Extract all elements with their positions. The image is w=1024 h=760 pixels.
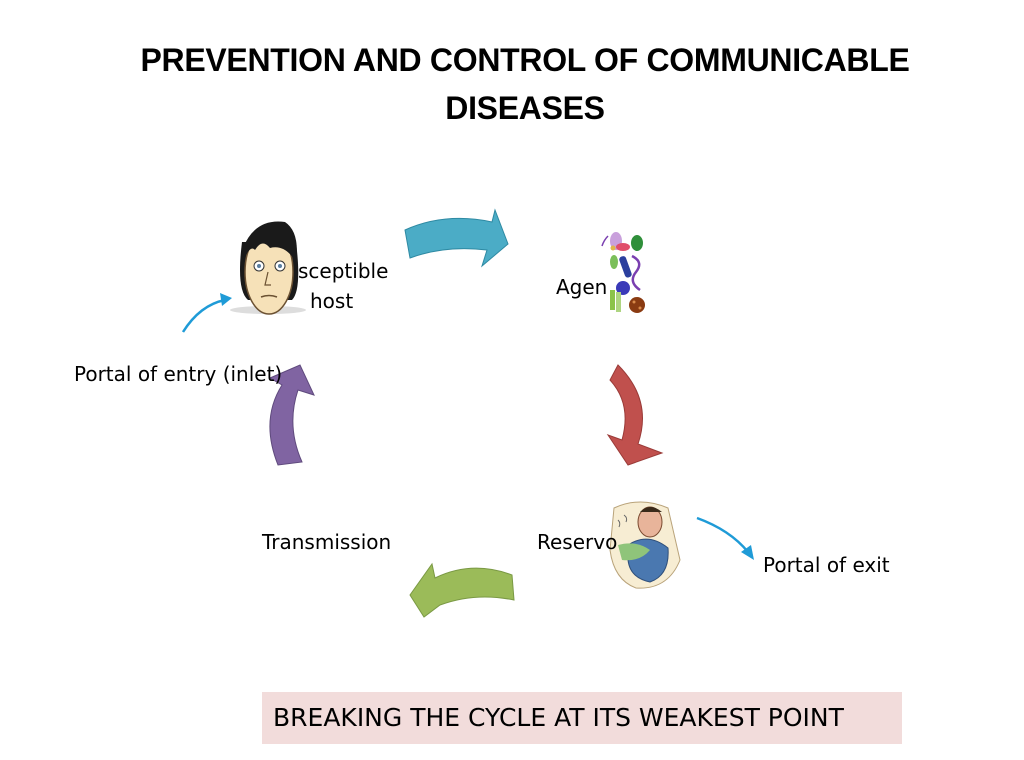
susceptible-host-label-line1: sceptible bbox=[298, 259, 389, 283]
arrow-reservoir-to-transmission bbox=[409, 562, 515, 618]
arrow-portal-exit bbox=[696, 516, 749, 553]
microbes-icon bbox=[601, 232, 645, 313]
arrow-agent-to-reservoir bbox=[606, 364, 664, 466]
page-title: PREVENTION AND CONTROL OF COMMUNICABLE D… bbox=[140, 42, 910, 126]
agent-label: Agen bbox=[556, 275, 608, 299]
portal-of-entry-label: Portal of entry (inlet) bbox=[74, 362, 283, 386]
arrow-portal-entry bbox=[181, 298, 226, 333]
reservoir-label: Reservo bbox=[537, 530, 618, 554]
arrow-portal-entry-head bbox=[220, 293, 232, 306]
breaking-cycle-banner: BREAKING THE CYCLE AT ITS WEAKEST POINT bbox=[262, 692, 902, 744]
host-face-icon bbox=[230, 221, 306, 315]
transmission-label: Transmission bbox=[262, 530, 392, 554]
arrow-transmission-to-host bbox=[268, 364, 315, 466]
arrow-portal-exit-head bbox=[741, 545, 754, 560]
sick-person-icon bbox=[609, 501, 681, 589]
susceptible-host-label-line2: host bbox=[310, 289, 354, 313]
arrow-host-to-agent bbox=[404, 208, 509, 268]
portal-of-exit-label: Portal of exit bbox=[763, 553, 890, 577]
